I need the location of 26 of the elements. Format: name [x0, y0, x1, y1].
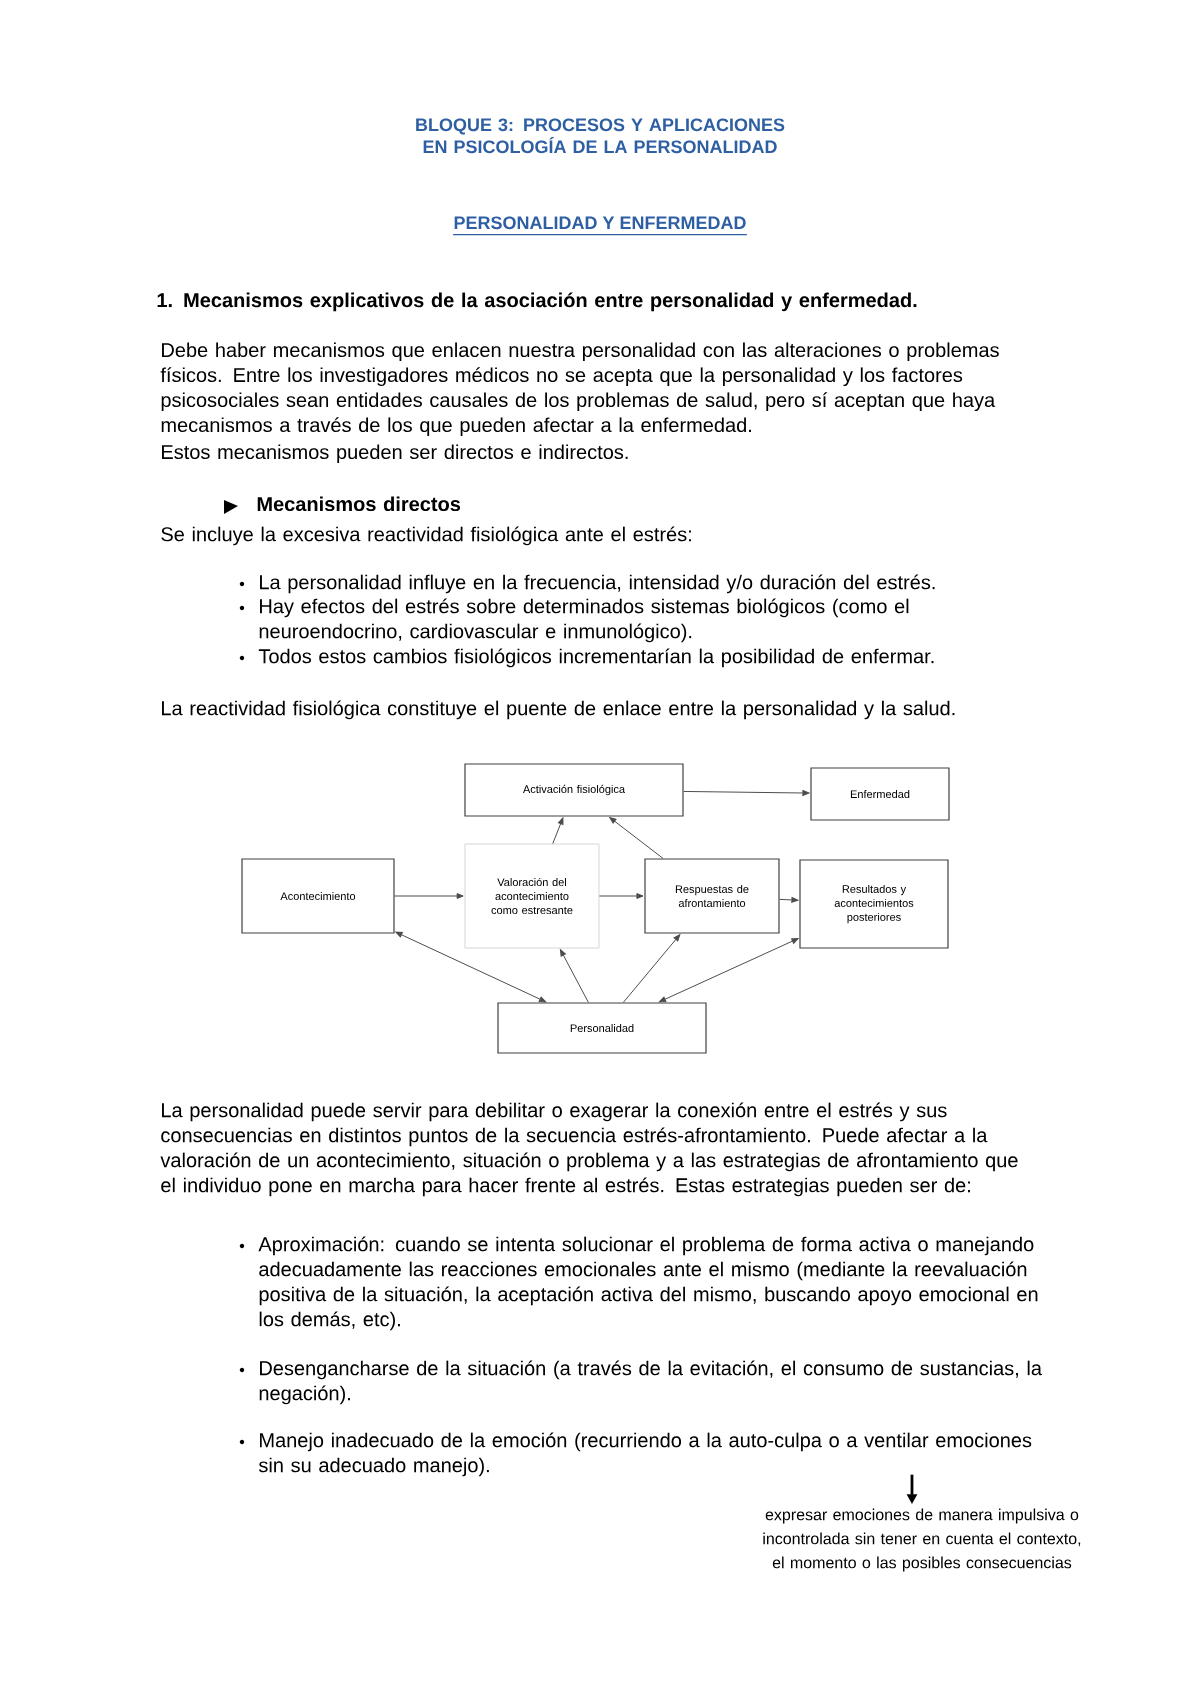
arrow — [559, 949, 589, 1003]
list-item: Manejo inadecuado de la emoción (recurriendo a la auto-culpa o a ventilar emociones sin su adecuado manejo). — [258, 1432, 1032, 1477]
paragraph: Debe haber mecanismos que enlacen nuestra personalidad con las alteraciones o problemas físicos. Entre los investigadores médicos no se acepta que la personalidad y los factores psicosociales sean entidades causales de los problemas de salud, pero sí aceptan que haya mecanismos a través de los que pueden afectar a la enfermedad. — [160, 342, 999, 437]
heading: 1. Mecanismos explicativos de la asociación entre personalidad y enfermedad. — [157, 292, 917, 312]
list-item: Hay efectos del estrés sobre determinados sistemas biológicos (como el neuroendocrino, cardiovascular e inmunológico). — [259, 598, 909, 643]
paragraph: La personalidad puede servir para debilitar o exagerar la conexión entre el estrés y sus consecuencias en distintos puntos de la secuencia estrés-afrontamiento. Puede afectar a la valoración de un acontecimiento, situación o problema y a las estrategias de afrontamiento que el individuo pone en marcha para hacer frente al estrés. Estas estrategias pueden ser de: — [160, 1102, 1018, 1197]
title: BLOQUE 3: PROCESOS Y APLICACIONES EN PSICOLOGÍA DE LA PERSONALIDAD — [416, 118, 785, 154]
subheading: Mecanismos directos — [257, 496, 461, 512]
arrow — [683, 790, 810, 796]
section-heading: PERSONALIDAD Y ENFERMEDAD — [452, 216, 748, 236]
arrow — [394, 893, 464, 899]
list-item: Aproximación: cuando se intenta solucionar el problema de forma activa o manejando adecuadamente las reacciones emocionales ante el mismo (mediante la reevaluación positiva de la situación, la aceptación activa del mismo, buscando apoyo emocional en los demás, etc). — [258, 1236, 1038, 1331]
paragraph: Estos mecanismos pueden ser directos e indirectos. — [162, 444, 628, 464]
arrow — [609, 817, 664, 859]
arrow — [395, 931, 547, 1003]
arrow — [779, 897, 799, 903]
arrow — [658, 938, 799, 1003]
list-item: Desengancharse de la situación (a través de la evitación, el consumo de sustancias, la negación). — [259, 1360, 1042, 1405]
list-item: Todos estos cambios fisiológicos incrementarían la posibilidad de enfermar. — [258, 648, 934, 668]
note-text: expresar emociones de manera impulsiva o incontrolada sin tener en cuenta el contexto, el momento o las posibles consecuencias — [763, 1508, 1081, 1572]
paragraph: Se incluye la excesiva reactividad fisiológica ante el estrés: — [161, 526, 691, 546]
paragraph: La reactividad fisiológica constituye el puente de enlace entre la personalidad y la salud. — [162, 700, 955, 720]
list-item: La personalidad influye en la frecuencia, intensidad y/o duración del estrés. — [260, 574, 935, 594]
arrow — [622, 934, 681, 1003]
arrow — [598, 893, 644, 899]
arrow — [552, 817, 564, 845]
